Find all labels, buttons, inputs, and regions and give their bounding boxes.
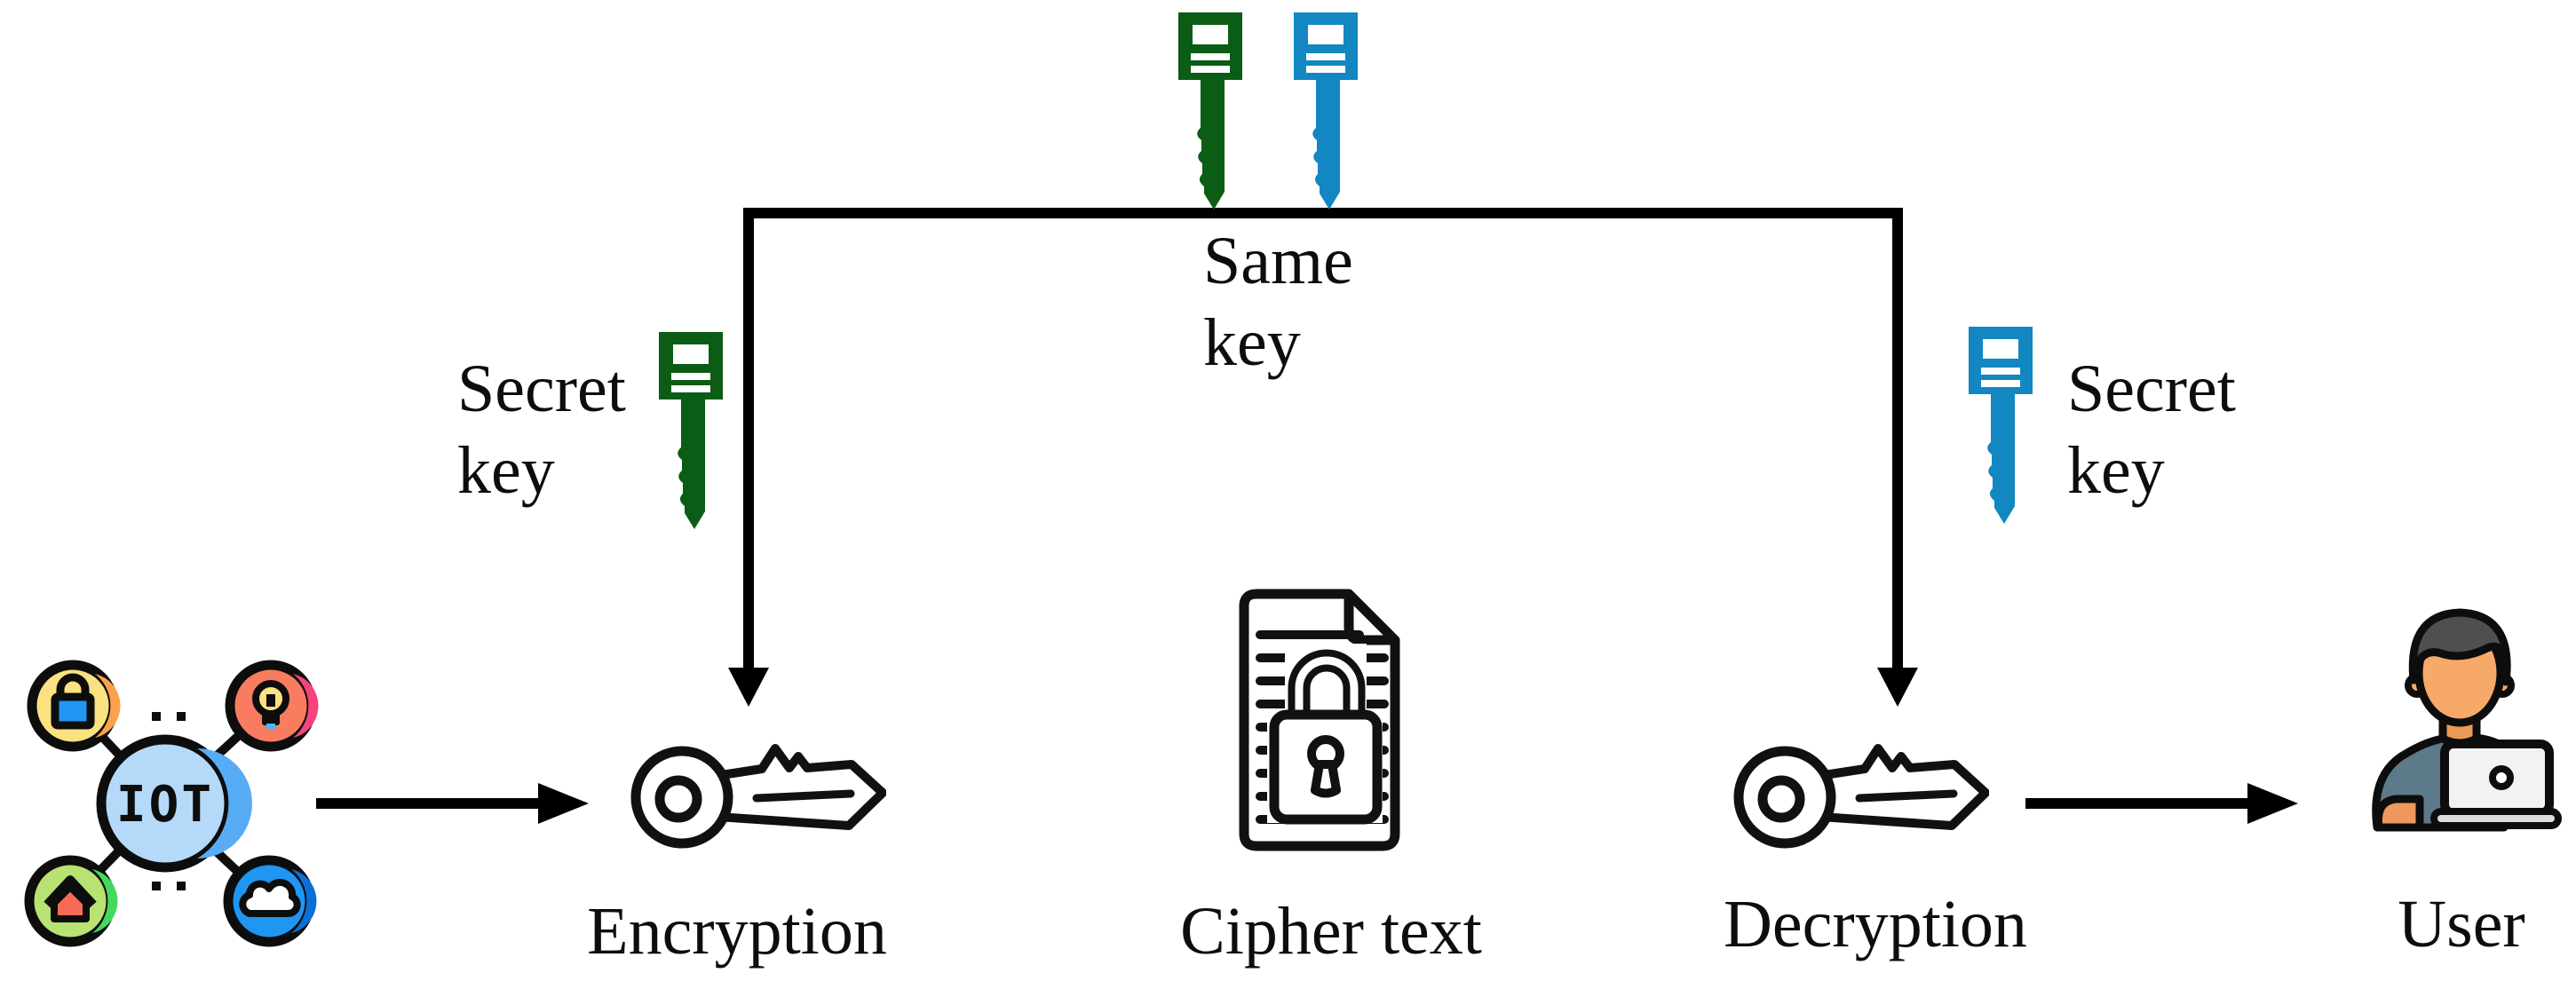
same-key-bracket bbox=[728, 208, 1918, 707]
iot-home-icon bbox=[24, 855, 118, 947]
iot-lock-icon bbox=[27, 660, 121, 752]
blue-key-icon bbox=[1969, 327, 2033, 524]
laptop-base bbox=[2430, 808, 2562, 829]
secret-key-right-label: Secret key bbox=[2067, 352, 2236, 508]
green-key-icon bbox=[1178, 12, 1242, 210]
iot-text: IOT bbox=[116, 776, 214, 834]
laptop-logo bbox=[2489, 765, 2514, 790]
decryption-label: Decryption bbox=[1724, 887, 2027, 961]
cipher-text-label: Cipher text bbox=[1180, 894, 1482, 969]
user-label: User bbox=[2398, 887, 2525, 961]
blue-key-icon bbox=[1294, 12, 1358, 210]
same-key-label: Same key bbox=[1203, 224, 1353, 380]
key-outline-icon bbox=[1733, 744, 1989, 849]
iot-to-encryption-arrow bbox=[316, 783, 589, 824]
arrow-down-to-encryption-head bbox=[728, 668, 769, 707]
decryption-to-user-arrow bbox=[2025, 783, 2298, 824]
person-laptop-icon bbox=[2372, 608, 2562, 832]
secret-key-left-label: Secret key bbox=[457, 352, 626, 508]
iot-network-icon: IOT bbox=[24, 660, 319, 947]
encryption-label: Encryption bbox=[587, 894, 887, 969]
locked-document-icon bbox=[1239, 589, 1400, 851]
key-outline-icon bbox=[630, 744, 886, 849]
iot-cloud-icon bbox=[223, 855, 317, 947]
green-key-icon bbox=[659, 332, 723, 529]
iot-bulb-icon bbox=[225, 660, 319, 752]
arrow-down-to-decryption-head bbox=[1877, 668, 1918, 707]
